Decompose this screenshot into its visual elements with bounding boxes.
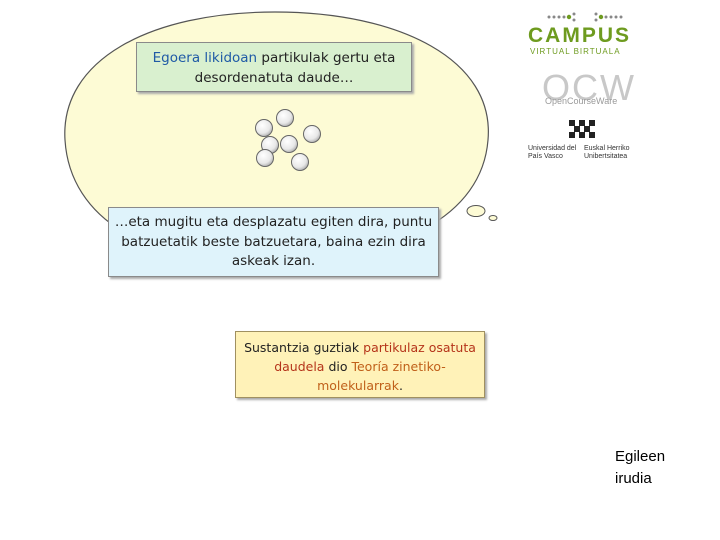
particle: [303, 125, 321, 143]
particle: [255, 119, 273, 137]
theory-caption: Sustantzia guztiak partikulaz osatuta da…: [235, 331, 485, 398]
caption-highlight: Egoera likidoan: [152, 50, 258, 66]
bubble-tail-small: [488, 215, 498, 221]
theory-text-1: Sustantzia guztiak: [244, 340, 364, 355]
theory-highlight-theory: Teoría zinetiko-molekularrak: [317, 359, 446, 393]
particle: [280, 135, 298, 153]
theory-highlight-particles: partikulaz osatuta daudela: [274, 340, 476, 374]
particle: [291, 153, 309, 171]
theory-text-3: .: [398, 378, 403, 393]
university-name-eu: Euskal Herriko Unibertsitatea: [584, 145, 630, 160]
caption-text-line2: desordenatuta daude…: [194, 70, 354, 86]
image-credit: Egileen irudia: [615, 446, 695, 490]
ocw-logo: OCW: [542, 67, 636, 108]
bubble-tail-large: [466, 205, 486, 217]
campus-logo: CAMPUS: [528, 24, 632, 47]
credit-line1: Egileen: [615, 448, 666, 465]
caption-text: partikulak gertu eta: [257, 50, 396, 66]
liquid-state-caption: Egoera likidoan partikulak gertu eta des…: [136, 42, 412, 92]
university-emblem-icon: [569, 120, 595, 138]
movement-text: …eta mugitu eta desplazatu egiten dira, …: [114, 214, 433, 269]
particle: [276, 109, 294, 127]
university-name-es: Universidad del País Vasco: [528, 145, 577, 160]
movement-caption: …eta mugitu eta desplazatu egiten dira, …: [108, 207, 439, 277]
credit-line2: irudia: [615, 470, 652, 487]
theory-text-2: dio: [324, 359, 352, 374]
campus-subtitle: VIRTUAL BIRTUALA: [530, 47, 621, 56]
campus-dots-logo: [547, 12, 623, 22]
ocw-subtitle: OpenCourseWare: [545, 96, 618, 106]
particle: [256, 149, 274, 167]
